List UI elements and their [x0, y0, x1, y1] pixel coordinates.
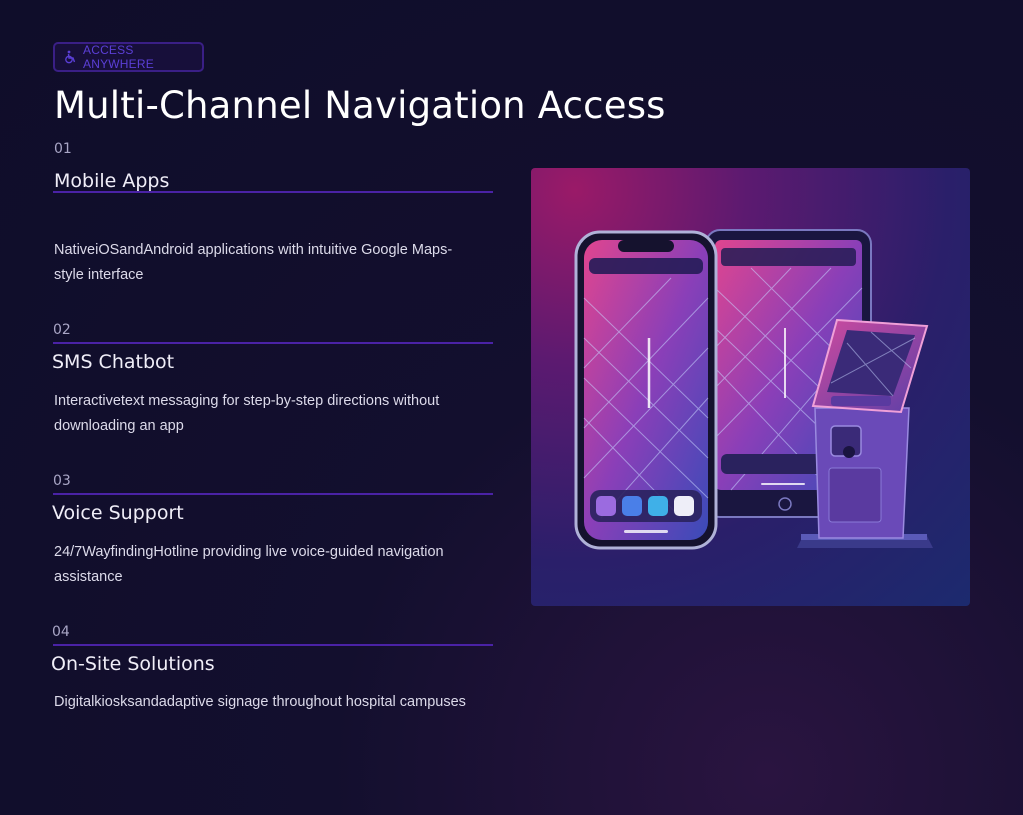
section-heading: Voice Support: [52, 502, 184, 524]
smartphone-device: [574, 230, 718, 550]
section-number: 03: [53, 473, 71, 489]
section-divider: [53, 644, 493, 646]
section-heading: SMS Chatbot: [52, 351, 175, 373]
section-description: 24/7WayfindingHotline providing live voi…: [54, 544, 444, 585]
badge-label: ACCESS ANYWHERE: [83, 43, 154, 71]
section-number: 02: [53, 322, 71, 338]
section-description: Interactivetext messaging for step-by-st…: [54, 393, 440, 434]
section-number: 04: [52, 624, 70, 640]
page-title: Multi-Channel Navigation Access: [54, 84, 666, 127]
section-divider: [53, 191, 493, 193]
section-description: NativeiOSandAndroid applications with in…: [54, 242, 453, 283]
section-divider: [53, 493, 493, 495]
section-number: 01: [54, 141, 72, 157]
wheelchair-icon: [63, 50, 77, 64]
section-heading: On-Site Solutions: [51, 653, 215, 675]
section-description: Digitalkiosksandadaptive signage through…: [54, 694, 466, 710]
devices-illustration: [531, 168, 970, 606]
section-divider: [53, 342, 493, 344]
section-heading: Mobile Apps: [54, 170, 170, 192]
devices-illustration-art: [574, 229, 933, 550]
access-anywhere-badge: ACCESS ANYWHERE: [53, 42, 204, 72]
kiosk-device: [797, 318, 933, 548]
